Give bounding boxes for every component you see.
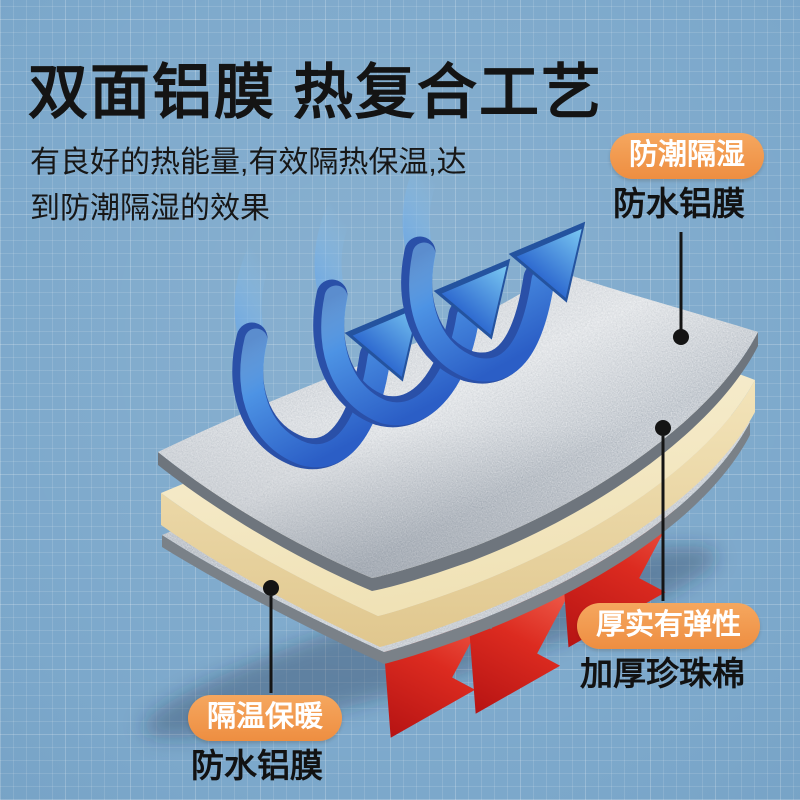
callout-bottom-left: 隔温保暖 防水铝膜 (188, 695, 343, 786)
callout-top-right: 防潮隔湿 防水铝膜 (610, 133, 765, 224)
badge-thick-elastic: 厚实有弹性 (577, 603, 761, 649)
blue-bounce-arrows-icon (232, 146, 586, 470)
bounce-arrow-3 (401, 146, 586, 384)
top-aluminum-layer (158, 272, 758, 591)
page-title: 双面铝膜 热复合工艺 (28, 60, 603, 126)
callout-connectors (263, 232, 689, 693)
description-line-1: 有良好的热能量,有效隔热保温,达 (30, 146, 467, 179)
label-pearl-cotton: 加厚珍珠棉 (580, 655, 745, 692)
connector-dot-bottom-left (263, 580, 279, 596)
description-line-2: 到防潮隔湿的效果 (30, 192, 270, 225)
connector-dot-top-right (673, 329, 689, 345)
description: 有良好的热能量,有效隔热保温,达 到防潮隔湿的效果 (30, 140, 467, 232)
label-waterproof-film-bottom: 防水铝膜 (191, 747, 323, 784)
badge-heat-insulation: 隔温保暖 (188, 695, 343, 741)
label-waterproof-film-top: 防水铝膜 (613, 185, 745, 222)
badge-moisture-proof: 防潮隔湿 (610, 133, 765, 179)
callout-bottom-right: 厚实有弹性 加厚珍珠棉 (577, 603, 761, 694)
connector-dot-bottom-right (655, 420, 671, 436)
